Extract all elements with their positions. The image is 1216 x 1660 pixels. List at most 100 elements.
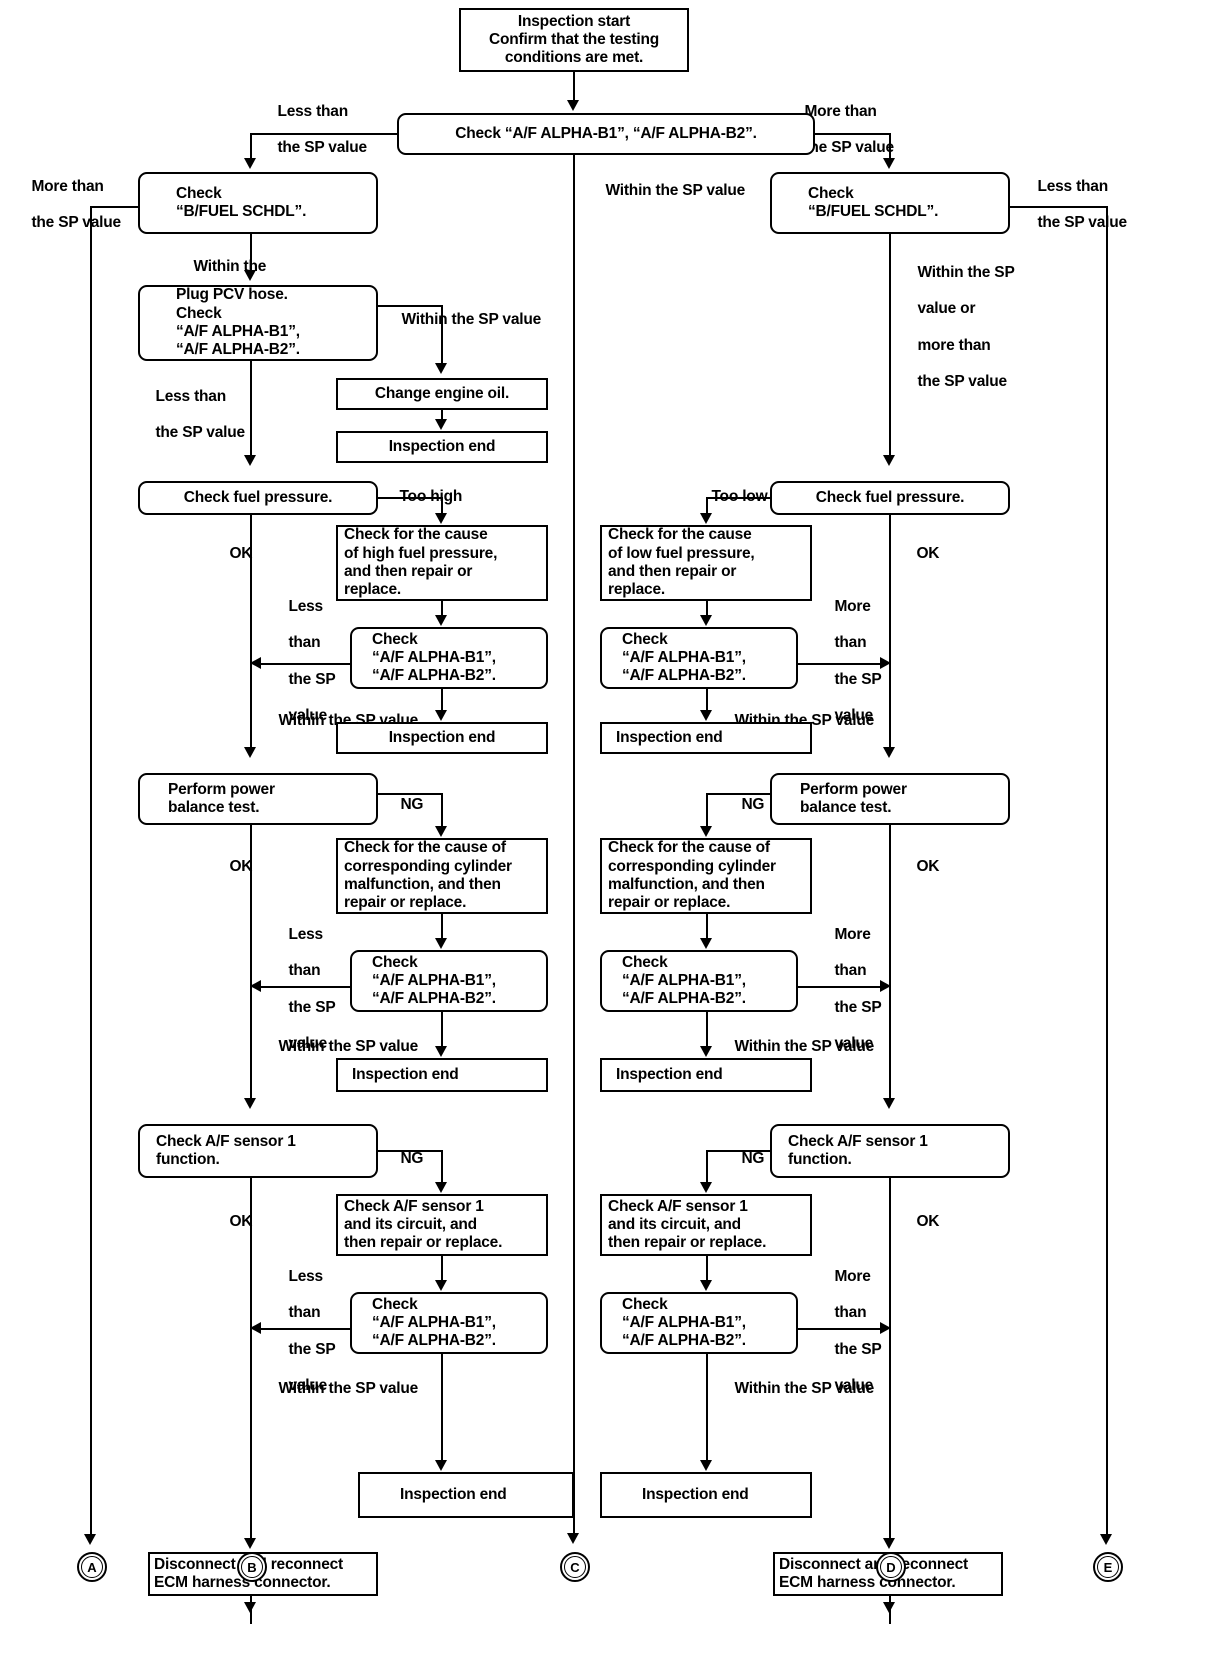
label-right-ok-power: OK [900, 840, 939, 894]
label-right-more-than-sp-stack-3: More than the SP value [818, 1250, 881, 1413]
node-line: replace. [608, 581, 665, 599]
arrowhead-down [243, 1538, 256, 1549]
arrowhead-down [243, 455, 256, 466]
edge-right-afsensor-ng-down [706, 1150, 708, 1182]
label-line: than [834, 634, 867, 652]
arrowhead-right [880, 979, 891, 992]
edge-right-too-low [706, 497, 770, 499]
node-left-inspection-end-2: Inspection end [336, 722, 548, 754]
node-line: ECM harness connector. [779, 1574, 956, 1591]
label-line: NG [400, 1150, 424, 1168]
node-line: balance test. [168, 799, 260, 816]
label-line: than [288, 1304, 321, 1322]
label-line: Within the SP value [278, 1038, 419, 1056]
terminal-label: D [880, 1556, 902, 1578]
label-line: Less [288, 926, 323, 944]
node-line: Inspection end [400, 1485, 507, 1503]
node-line: Check for the cause [344, 526, 488, 544]
label-line: Within the [193, 258, 267, 276]
arrowhead-down [882, 747, 895, 758]
node-right-af-sensor-circuit-repair: Check A/F sensor 1 and its circuit, and … [600, 1194, 812, 1256]
node-line: Check [622, 630, 668, 648]
node-line: function. [788, 1151, 852, 1168]
label-right-more-than-sp-stack-1: More than the SP value [818, 580, 881, 743]
label-line: Within the SP value [278, 1380, 419, 1398]
arrowhead-down [699, 938, 712, 949]
node-line: Check fuel pressure. [815, 488, 965, 506]
label-left-within-sp-inline-3: Within the SP value [262, 1362, 418, 1416]
edge-right-alpha2-within [706, 1012, 708, 1046]
edge-right-alpha1-more [798, 663, 882, 665]
label-line: More [834, 598, 871, 616]
arrowhead-down [699, 1182, 712, 1193]
label-line: NG [741, 1150, 765, 1168]
node-line: Check [372, 1295, 418, 1313]
node-line: ECM harness connector. [154, 1574, 331, 1591]
node-left-check-alpha-3: Check “A/F ALPHA-B1”, “A/F ALPHA-B2”. [350, 1292, 548, 1354]
edge-left-alpha1-less [258, 663, 350, 665]
label-right-ng-power: NG [725, 778, 764, 832]
arrowhead-down [882, 1538, 895, 1549]
label-line: the SP [288, 1340, 336, 1358]
label-left-ok-fuelpress: OK [213, 527, 252, 581]
label-right-too-low: Too low [695, 470, 767, 524]
arrowhead-down [699, 513, 712, 524]
node-line: of low fuel pressure, [608, 544, 755, 562]
node-right-low-fuel-pressure-cause: Check for the cause of low fuel pressure… [600, 525, 812, 601]
node-line: Inspection end [616, 728, 723, 746]
label-left-pcv-within-sp: Within the SP value [385, 293, 541, 347]
node-line: Check for the cause [608, 526, 752, 544]
terminal-label: E [1097, 1556, 1119, 1578]
edge-top-left [250, 133, 399, 135]
edge-left-power-ng-down [441, 793, 443, 826]
arrowhead-down [243, 158, 256, 169]
label-right-within-sp-inline-3: Within the SP value [718, 1362, 874, 1416]
node-inspection-start: Inspection start Confirm that the testin… [459, 8, 689, 72]
node-right-inspection-end-2: Inspection end [600, 1058, 812, 1092]
arrowhead-down [434, 1460, 447, 1471]
edge-left-power-ng [378, 793, 442, 795]
label-line: Less [288, 1268, 323, 1286]
label-top-less-than: Less than the SP value [261, 85, 367, 176]
label-line: the SP [834, 670, 882, 688]
node-left-power-balance-test: Perform power balance test. [138, 773, 378, 825]
node-right-cylinder-malfunction-cause: Check for the cause of corresponding cyl… [600, 838, 812, 914]
node-line: Check A/F sensor 1 [788, 1132, 928, 1150]
arrowhead-down [882, 158, 895, 169]
node-line: Check [176, 304, 222, 322]
arrowhead-down [434, 938, 447, 949]
edge-left-alpha3-within [441, 1354, 443, 1460]
label-line: More than [804, 103, 877, 121]
label-right-ok-afsensor: OK [900, 1195, 939, 1249]
node-line: “A/F ALPHA-B1”, [372, 1313, 496, 1331]
label-line: Within the SP value [734, 1038, 875, 1056]
node-left-plug-pcv-hose: Plug PCV hose. Check “A/F ALPHA-B1”, “A/… [138, 285, 378, 361]
node-line: Inspection end [388, 728, 496, 746]
node-left-check-af-sensor-function: Check A/F sensor 1 function. [138, 1124, 378, 1178]
label-line: the SP value [804, 139, 894, 157]
edge-right-power-ng-down [706, 793, 708, 826]
edge-left-bfuel-to-pcv [250, 234, 252, 270]
label-line: the SP value [31, 214, 121, 232]
arrowhead-right [880, 1321, 891, 1334]
label-right-within-or-more: Within the SP value or more than the SP … [901, 246, 1014, 409]
label-left-within-sp-inline-2: Within the SP value [262, 1020, 418, 1074]
arrowhead-down [699, 615, 712, 626]
edge-right-alpha3-within [706, 1354, 708, 1460]
label-line: the SP value [1037, 214, 1127, 232]
node-line: malfunction, and then [608, 876, 765, 893]
edge-top-right [813, 133, 891, 135]
terminal-b: B [237, 1552, 267, 1582]
label-line: Within the SP value [734, 1380, 875, 1398]
arrowhead-down [566, 100, 579, 111]
node-line: malfunction, and then [344, 876, 501, 893]
node-line: Confirm that the testing [489, 30, 659, 48]
node-line: “A/F ALPHA-B1”, [176, 323, 300, 340]
node-line: Check [808, 184, 854, 202]
label-line: Less than [1037, 178, 1108, 196]
node-line: Check for the cause of [608, 839, 770, 857]
arrowhead-down [882, 1098, 895, 1109]
node-line: “A/F ALPHA-B1”, [622, 1313, 746, 1331]
arrowhead-down [434, 419, 447, 430]
